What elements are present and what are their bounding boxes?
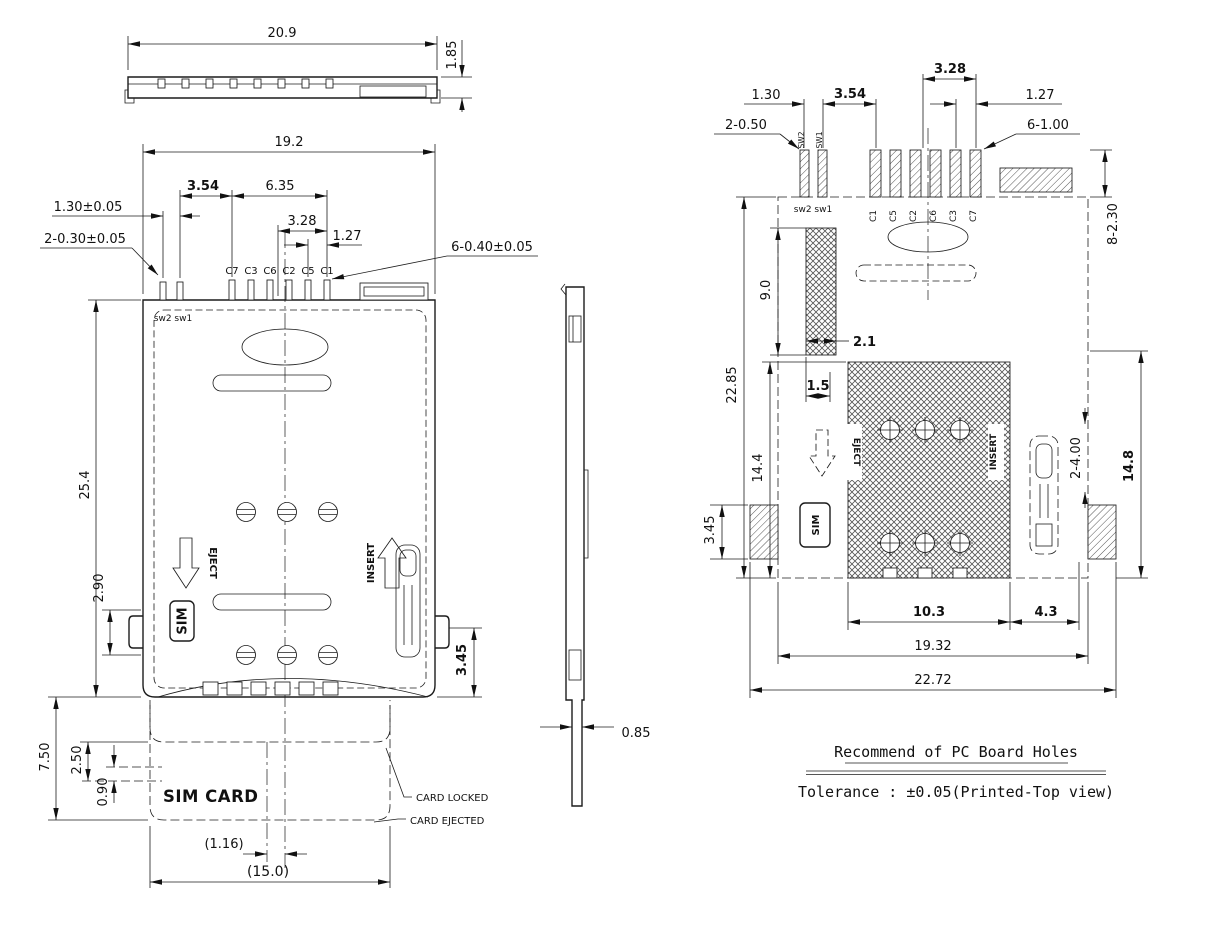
dim-7-50: 7.50 bbox=[38, 743, 53, 772]
pcb-dim-3-54: 3.54 bbox=[834, 87, 866, 102]
pcb-insert-label: INSERT bbox=[989, 433, 999, 470]
pcb-dim-22-72: 22.72 bbox=[914, 673, 951, 688]
dim-2-50: 2.50 bbox=[70, 746, 85, 775]
pcb-dim-2-0-50: 2-0.50 bbox=[725, 118, 767, 133]
card-edge-contacts bbox=[202, 681, 339, 696]
pcb-dim-4-3: 4.3 bbox=[1034, 605, 1057, 620]
pcb-dim-2-4-00: 2-4.00 bbox=[1069, 437, 1084, 479]
pcb-pin-c3: C3 bbox=[949, 210, 959, 222]
dim-0-90: 0.90 bbox=[96, 778, 111, 807]
pcb-layout-view: SW2 SW1 sw2 sw1 C1 C5 C2 C6 C3 C7 EJECT … bbox=[703, 62, 1148, 698]
latch bbox=[395, 544, 421, 658]
pcb-dim-1-30: 1.30 bbox=[752, 88, 781, 103]
pcb-dim-22-85: 22.85 bbox=[725, 366, 740, 403]
pcb-sw-labels: sw2 sw1 bbox=[794, 205, 832, 215]
sim-badge bbox=[169, 600, 195, 642]
pcb-pads bbox=[749, 149, 1117, 560]
profile-contacts bbox=[157, 78, 334, 89]
pcb-dim-8-2-30: 8-2.30 bbox=[1106, 203, 1121, 245]
dim-1-30: 1.30±0.05 bbox=[54, 200, 123, 215]
dim-15-0: (15.0) bbox=[247, 864, 289, 880]
insert-label: INSERT bbox=[366, 543, 377, 583]
pin-label-c3: C3 bbox=[244, 266, 257, 277]
pcb-sim-label: SIM bbox=[811, 515, 822, 536]
pcb-eject-label: EJECT bbox=[851, 438, 861, 467]
pcb-latch bbox=[1029, 435, 1059, 555]
pcb-dim-14-8: 14.8 bbox=[1122, 450, 1137, 482]
dim-3-28: 3.28 bbox=[288, 214, 317, 229]
sim-card-label: SIM CARD bbox=[163, 787, 258, 806]
card-locked-label: CARD LOCKED bbox=[416, 793, 489, 804]
pcb-sim-badge bbox=[799, 502, 831, 548]
pin-label-c6: C6 bbox=[263, 266, 276, 277]
pcb-pin-c2: C2 bbox=[909, 210, 919, 222]
pcb-dim-19-32: 19.32 bbox=[914, 639, 951, 654]
pad-label-sw2: SW2 bbox=[797, 131, 806, 148]
pcb-pin-c7: C7 bbox=[969, 210, 979, 222]
dim-6-35: 6.35 bbox=[266, 179, 295, 194]
dim-1-85: 1.85 bbox=[445, 41, 460, 70]
card-ejected-label: CARD EJECTED bbox=[410, 816, 485, 827]
notes-block: Recommend of PC Board Holes Tolerance : … bbox=[798, 743, 1114, 801]
dim-1-27: 1.27 bbox=[333, 229, 362, 244]
dim-1-16: (1.16) bbox=[204, 837, 243, 852]
insert-arrow bbox=[377, 537, 407, 589]
card-ejected-outline bbox=[149, 705, 391, 821]
dim-6-0-40: 6-0.40±0.05 bbox=[451, 240, 533, 255]
dim-0-85: 0.85 bbox=[622, 726, 651, 741]
pcb-holes bbox=[877, 417, 973, 556]
sw-labels: sw2 sw1 bbox=[154, 314, 192, 324]
dim-19-2: 19.2 bbox=[275, 135, 304, 150]
connector-side-view: 0.85 bbox=[540, 283, 651, 807]
eject-arrow bbox=[172, 537, 200, 589]
side-profile-view: 20.9 1.85 bbox=[124, 26, 472, 112]
dim-3-45: 3.45 bbox=[455, 644, 470, 676]
pcb-dim-14-4: 14.4 bbox=[751, 454, 766, 483]
pcb-dim-3-45: 3.45 bbox=[703, 516, 718, 545]
pcb-dim-10-3: 10.3 bbox=[913, 605, 945, 620]
top-pins bbox=[159, 279, 331, 301]
dim-20-9: 20.9 bbox=[268, 26, 297, 41]
switch-pad bbox=[805, 227, 837, 356]
pcb-dim-1-5: 1.5 bbox=[806, 379, 829, 394]
card-locked-outline bbox=[149, 700, 391, 743]
pcb-dim-1-27: 1.27 bbox=[1026, 88, 1055, 103]
eject-label: EJECT bbox=[207, 547, 218, 579]
pcb-pin-c1: C1 bbox=[869, 210, 879, 222]
pad-label-sw1: SW1 bbox=[815, 131, 824, 148]
pcb-pin-c5: C5 bbox=[889, 210, 899, 222]
sim-badge-label: SIM bbox=[176, 607, 191, 634]
pin-label-c2: C2 bbox=[282, 266, 295, 277]
pcb-dim-6-1-00: 6-1.00 bbox=[1027, 118, 1069, 133]
dim-3-54: 3.54 bbox=[187, 179, 219, 194]
screw-contacts bbox=[236, 502, 338, 665]
pcb-eject-arrow bbox=[808, 429, 836, 477]
pcb-dim-3-28: 3.28 bbox=[934, 62, 966, 77]
notes-tolerance: Tolerance : ±0.05(Printed-Top view) bbox=[798, 783, 1114, 801]
pcb-pin-c6: C6 bbox=[929, 210, 939, 222]
dim-2-90: 2.90 bbox=[92, 574, 107, 603]
pcb-dim-2-1: 2.1 bbox=[853, 335, 876, 350]
dim-2-0-30: 2-0.30±0.05 bbox=[44, 232, 126, 247]
pcb-dim-9-0: 9.0 bbox=[759, 280, 774, 301]
notes-title: Recommend of PC Board Holes bbox=[834, 743, 1078, 761]
dim-25-4: 25.4 bbox=[78, 471, 93, 500]
connector-top-view: C7 C3 C6 C2 C5 C1 sw2 sw1 EJECT INSERT S… bbox=[38, 135, 538, 888]
